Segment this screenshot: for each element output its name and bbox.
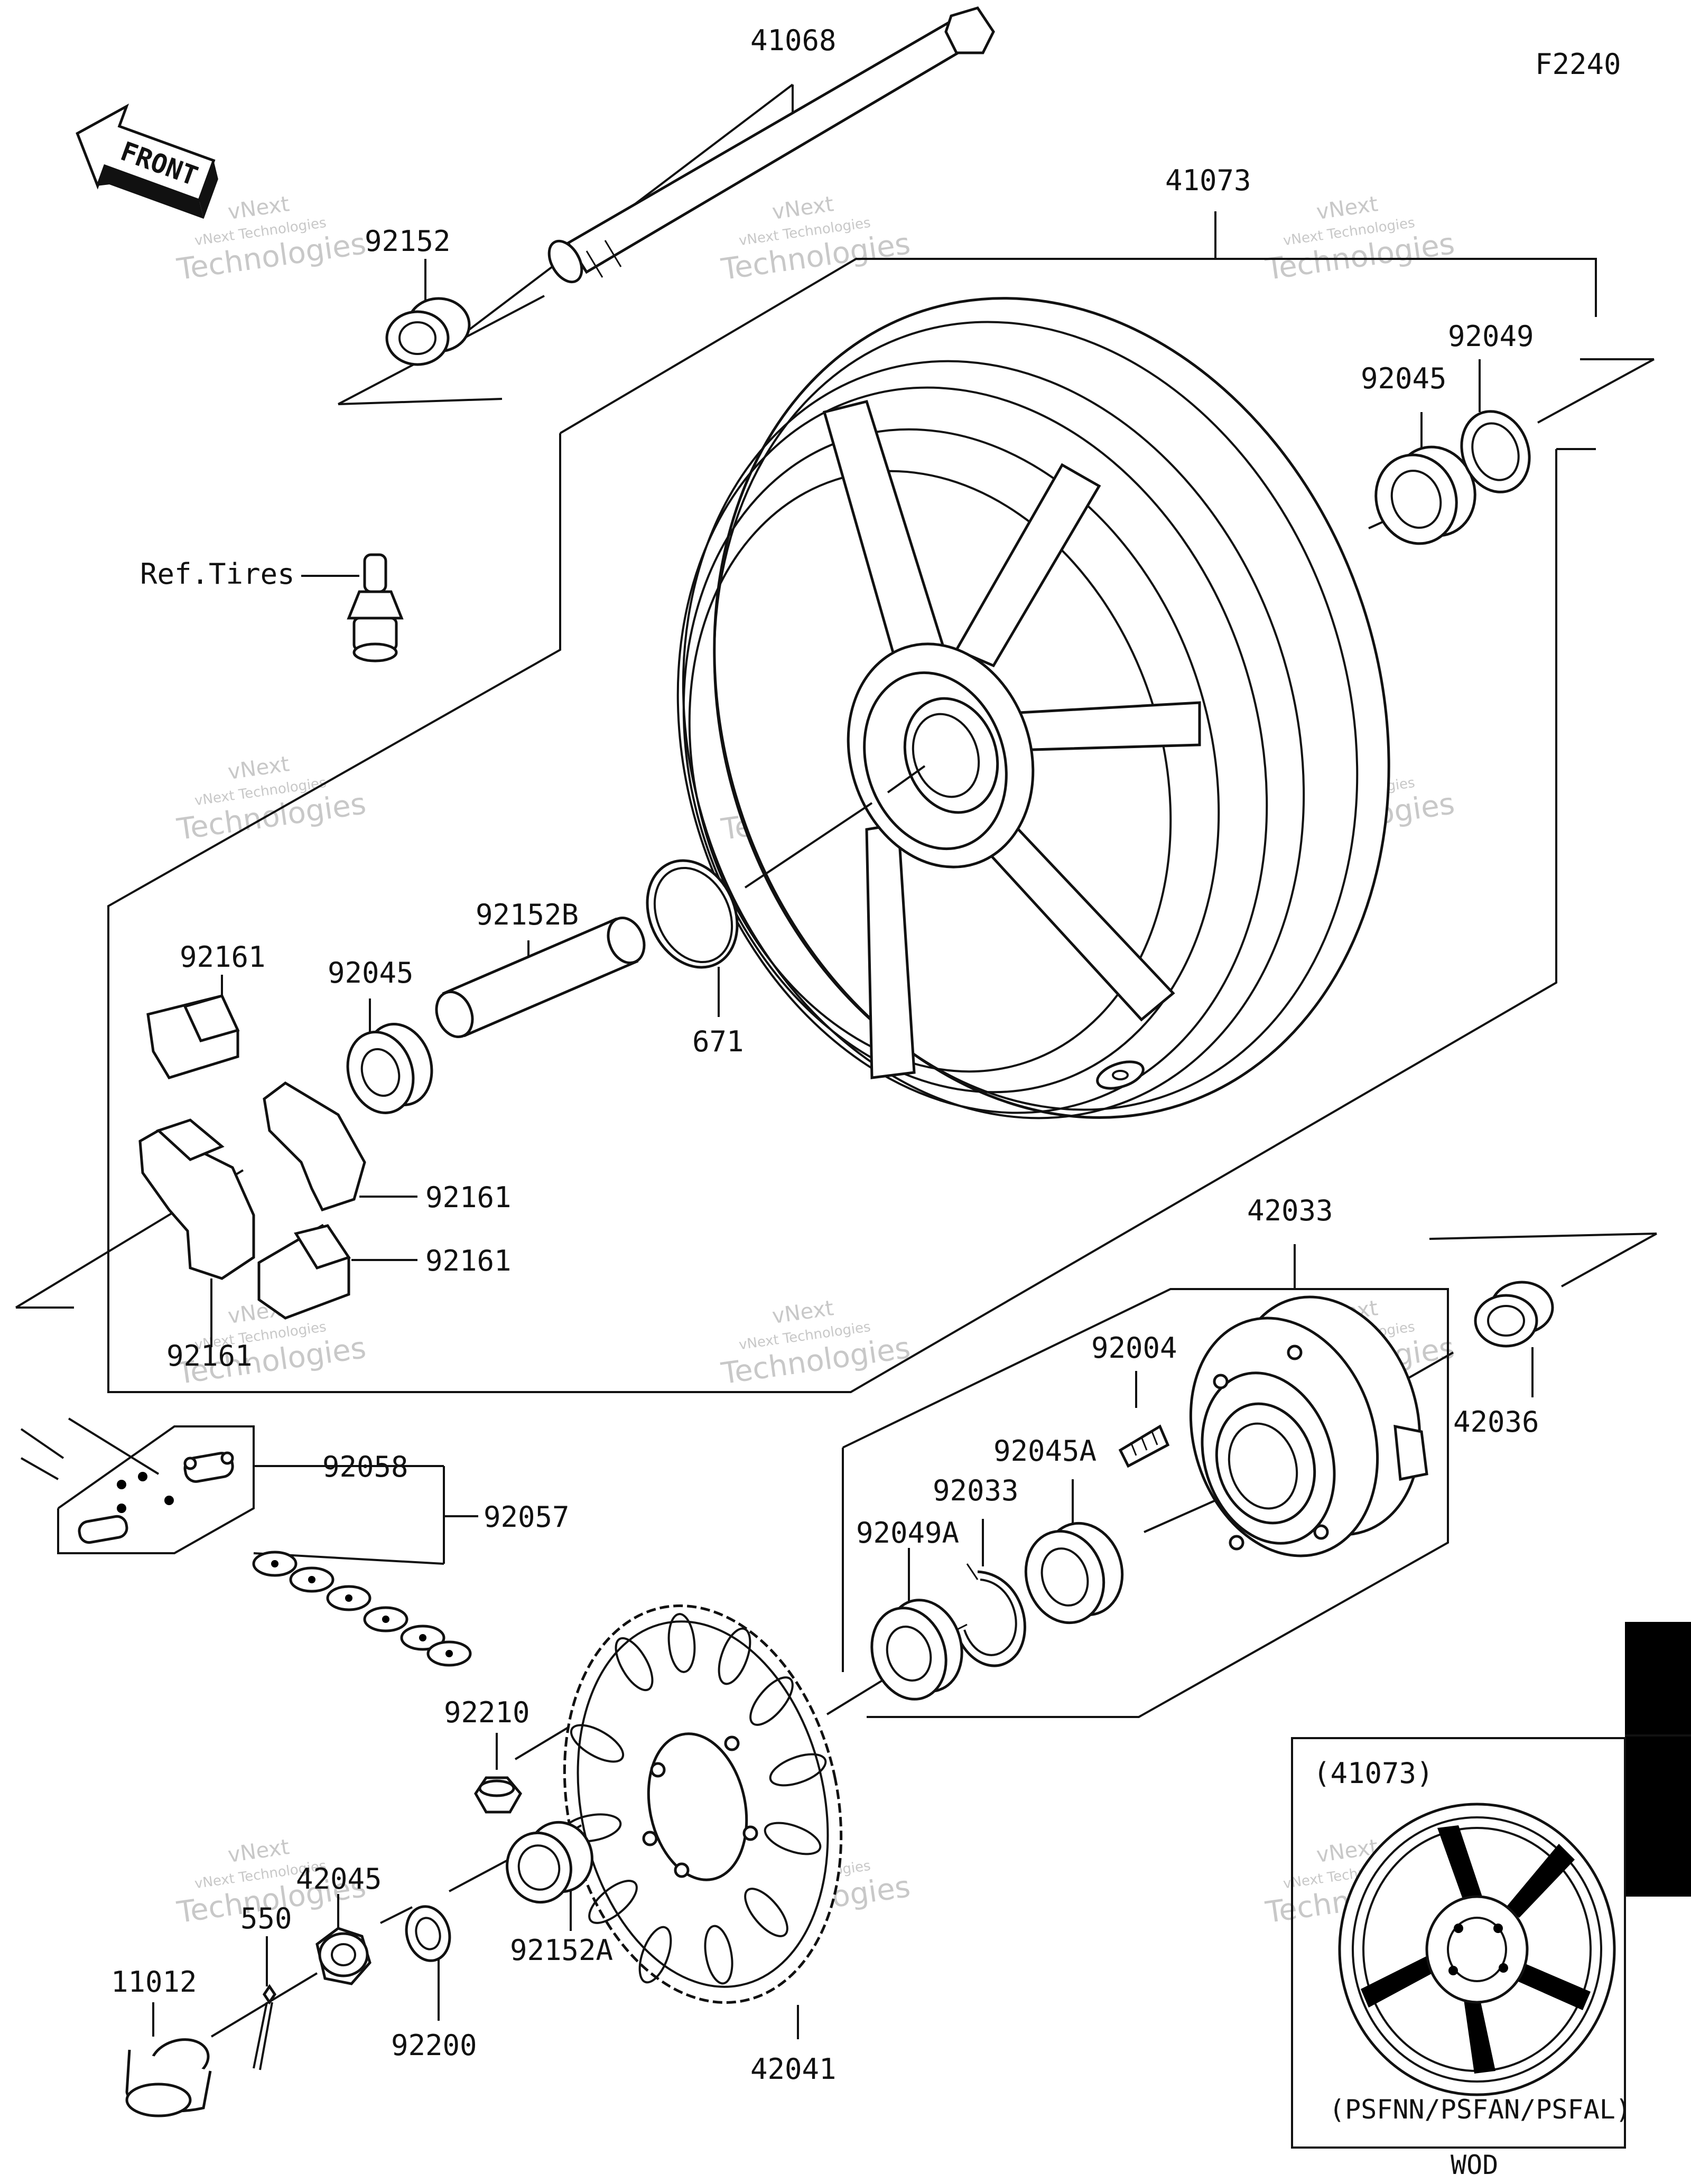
part-label-41073: 41073 — [1165, 164, 1251, 197]
part-label-92057: 92057 — [484, 1500, 570, 1534]
part-label-550: 550 — [240, 1902, 292, 1935]
svg-text:vNext: vNext — [1315, 192, 1379, 225]
part-collar-92152A — [449, 1821, 593, 1931]
part-label-92045-mid: 92045 — [328, 956, 414, 990]
part-label-42033: 42033 — [1247, 1194, 1333, 1227]
inset-box: (41073) (PSFNN/PSFAN/PSFAL) — [1291, 1737, 1631, 2149]
assembly-bracket-42033 — [842, 1233, 1657, 1718]
inset-footer: WOD — [1451, 2150, 1498, 2180]
inset-caption: (PSFNN/PSFAN/PSFAL) — [1329, 2094, 1631, 2125]
part-label-11012: 11012 — [111, 1965, 197, 1999]
assembly-bracket-41073 — [107, 211, 1597, 1393]
part-seal-92049A — [826, 1548, 963, 1715]
part-label-92049: 92049 — [1448, 320, 1534, 353]
chain-links — [252, 1551, 472, 1667]
part-sprocket-42041 — [562, 1604, 843, 2039]
part-label-92049A: 92049A — [856, 1516, 959, 1550]
part-label-92161-c: 92161 — [425, 1244, 512, 1277]
watermark: vNext vNext Technologies Technologies — [174, 752, 368, 847]
svg-text:vNext: vNext — [226, 1835, 291, 1868]
svg-text:vNext: vNext — [770, 192, 835, 225]
part-chain-92057 — [20, 1417, 478, 1667]
section-tab — [1625, 1622, 1691, 1897]
part-collar-42036 — [1474, 1281, 1554, 1397]
part-collar-92152 — [338, 259, 545, 405]
watermark: vNext vNext Technologies Technologies — [1263, 192, 1456, 287]
part-label-42045: 42045 — [296, 1862, 382, 1896]
part-collar-92152B — [435, 916, 646, 1039]
figure-code: F2240 — [1535, 48, 1621, 81]
part-label-92161-a: 92161 — [180, 940, 266, 974]
inset-title: (41073) — [1313, 1757, 1434, 1790]
part-cotter-pin-550 — [253, 1936, 277, 2070]
part-label-92004: 92004 — [1091, 1331, 1177, 1365]
part-rear-wheel — [676, 297, 1390, 1119]
part-dampers-92161 — [15, 975, 417, 1347]
part-bearing-92045-top — [1368, 412, 1476, 545]
part-cap-11012 — [125, 2002, 212, 2117]
part-o-ring-671 — [646, 859, 739, 1017]
part-label-92033: 92033 — [933, 1474, 1019, 1507]
part-label-92045-top: 92045 — [1361, 362, 1447, 395]
watermark: vNext vNext Technologies Technologies — [719, 1296, 912, 1391]
svg-text:vNext: vNext — [770, 1296, 835, 1329]
part-label-92152A: 92152A — [510, 1934, 613, 1967]
front-arrow-icon: FRONT — [76, 103, 218, 219]
part-coupling-hub-42033 — [1144, 1295, 1454, 1557]
part-label-92161-b: 92161 — [425, 1181, 512, 1214]
ref-tires-label: Ref.Tires — [140, 557, 295, 591]
part-tire-valve — [301, 553, 404, 662]
part-label-92152: 92152 — [365, 225, 451, 258]
part-label-92045A: 92045A — [993, 1434, 1097, 1468]
part-label-92161-d: 92161 — [166, 1339, 253, 1373]
svg-text:vNext: vNext — [226, 752, 291, 785]
part-label-41068: 41068 — [750, 24, 837, 57]
part-bearing-92045-mid — [346, 998, 433, 1114]
part-label-42041: 42041 — [750, 2052, 837, 2086]
part-label-671: 671 — [692, 1025, 744, 1058]
part-nut-42045 — [210, 1894, 371, 2038]
part-label-92210: 92210 — [444, 1696, 530, 1729]
part-seal-92049 — [1460, 358, 1655, 493]
part-label-42036: 42036 — [1453, 1405, 1539, 1439]
svg-text:vNext: vNext — [226, 192, 291, 225]
part-axle-41068 — [464, 6, 995, 334]
part-label-92200: 92200 — [391, 2029, 477, 2062]
part-label-92058: 92058 — [322, 1450, 408, 1483]
part-bearing-92045A — [1024, 1479, 1124, 1625]
watermark: vNext vNext Technologies Technologies — [719, 192, 912, 287]
part-nut-92210 — [474, 1726, 569, 1814]
part-washer-92200 — [380, 1905, 451, 2021]
part-stud-92004 — [1118, 1371, 1170, 1468]
part-label-92152B: 92152B — [476, 898, 579, 931]
